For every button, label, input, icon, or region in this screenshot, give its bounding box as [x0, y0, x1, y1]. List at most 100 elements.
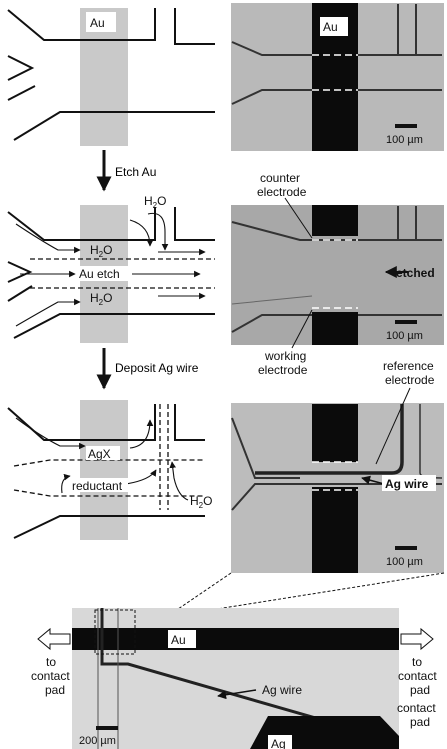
micrograph-ag-wire: Ag wire 100 µm: [231, 387, 444, 573]
counter-label: electrode: [257, 185, 307, 199]
ag-wire-arrow: [361, 475, 385, 485]
au-label-box: [320, 17, 348, 36]
label-bg: [76, 266, 132, 281]
micrograph-etched: etched counter electrode 100 µm: [231, 171, 444, 349]
h2o-label: H2O: [90, 291, 112, 307]
flow-arrow: [15, 223, 81, 254]
deposit-boundary: [13, 489, 205, 497]
channel-wall: [7, 285, 33, 302]
contact-label: pad: [410, 683, 430, 697]
channel-wall: [174, 8, 215, 45]
reference-label: reference: [383, 359, 434, 373]
contact-label: pad: [45, 683, 65, 697]
label-bg: [86, 446, 120, 460]
working-electrode-line: [231, 295, 313, 305]
label-bg: [268, 735, 292, 749]
working-label: working: [264, 349, 306, 363]
deposit-boundary: [13, 459, 205, 467]
au-etch-label: Au etch: [79, 267, 120, 281]
flow-arrow: [15, 298, 81, 327]
gold-electrode-bottom: [312, 312, 358, 345]
channel-edge: [231, 41, 442, 56]
leader-line: [291, 309, 313, 349]
reference-label: electrode: [385, 373, 435, 387]
right-contact-arrow: [400, 627, 434, 651]
channel-wall: [7, 85, 36, 101]
reductant-label: reductant: [72, 479, 123, 493]
au-label: Au: [171, 633, 186, 647]
ag-wire: [100, 608, 393, 742]
agx-label: AgX: [88, 447, 111, 461]
flow-arrow: [15, 417, 86, 450]
channel-edge: [231, 483, 442, 511]
h2o-label: H2O: [190, 494, 212, 510]
h2o-label: H2O: [144, 194, 166, 210]
contact-label: contact: [31, 669, 70, 683]
ag-label: Ag: [271, 737, 286, 749]
hollow-arrow: [37, 627, 71, 651]
flow-arrow: [125, 469, 157, 485]
ag-wire-label: Ag wire: [385, 477, 429, 491]
channel-edge: [231, 89, 442, 105]
zoom-box: [94, 609, 136, 655]
label-bg: [88, 290, 124, 304]
au-label-box: [86, 12, 116, 32]
working-label: electrode: [258, 363, 308, 377]
schematic-panel-etch: H2O H2O Au etch H2O: [7, 194, 215, 343]
channel-wall: [7, 404, 156, 441]
flow-arrow: [147, 212, 169, 251]
channel-wall: [7, 261, 33, 283]
left-contact-arrow: [37, 627, 71, 651]
label-bg: [70, 478, 128, 492]
scale-label: 100 µm: [386, 330, 423, 342]
au-label: Au: [323, 20, 338, 34]
au-label-box: [168, 630, 196, 648]
contact-label: to: [46, 655, 56, 669]
gold-electrode-top: [312, 404, 358, 462]
step-label: Deposit Ag wire: [115, 361, 199, 375]
scale-label: 200 µm: [79, 735, 116, 747]
micrograph-overview: Au Ag: [72, 608, 399, 749]
label-bg: [88, 242, 124, 256]
step-deposit: Deposit Ag wire: [96, 348, 199, 390]
scale-bar: [395, 124, 417, 128]
schematic-panel-deposit: AgX reductant H2O: [7, 400, 212, 540]
ag-wire-label: Ag wire: [262, 683, 302, 697]
contact-label: contact: [398, 669, 437, 683]
flow-arrow: [129, 419, 154, 449]
pad-label: pad: [410, 715, 430, 729]
ag-wire: [255, 404, 404, 475]
scale-bar: [395, 320, 417, 324]
channel-wall: [174, 207, 215, 241]
step-label: Etch Au: [115, 165, 156, 179]
ag-wire-arrow: [217, 689, 257, 700]
schematic-panel-initial: Au: [7, 8, 215, 146]
au-label: Au: [90, 16, 105, 30]
gold-electrode-bottom: [312, 487, 358, 573]
scale-label: 100 µm: [386, 134, 423, 146]
leader-line: [375, 387, 411, 465]
contact-label: to: [412, 655, 422, 669]
pad-label: contact: [397, 701, 436, 715]
flow-arrow: [129, 219, 154, 247]
step-etch: Etch Au: [96, 150, 156, 192]
channel-edge: [231, 221, 442, 241]
scale-label: 100 µm: [386, 556, 423, 568]
micrograph-initial: Au 100 µm: [231, 3, 444, 151]
gold-trace: [72, 628, 399, 650]
label-bg: [382, 475, 436, 491]
channel-wall: [13, 111, 215, 141]
leader-line: [284, 197, 313, 239]
flow-arrow: [169, 461, 189, 501]
channel-wall: [13, 515, 205, 539]
gold-band: [80, 400, 128, 540]
scale-bar: [96, 726, 118, 730]
channel-wall: [174, 404, 205, 441]
gold-electrode-top: [312, 205, 358, 236]
channel-edge: [231, 417, 300, 479]
h2o-label: H2O: [90, 243, 112, 259]
counter-label: counter: [260, 171, 300, 185]
hollow-arrow: [400, 627, 434, 651]
channel-wall: [7, 8, 156, 41]
